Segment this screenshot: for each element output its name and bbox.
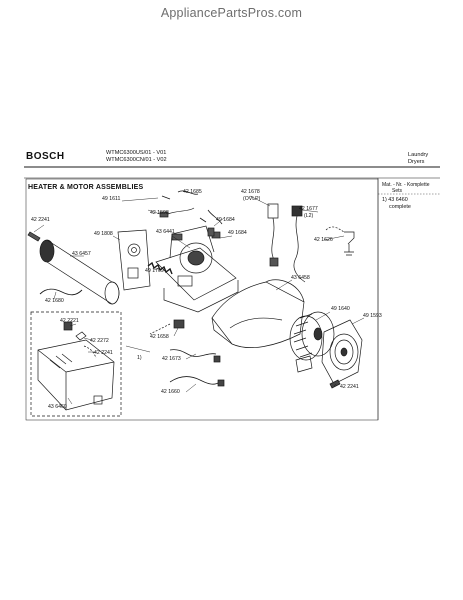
part-label-421680: 42 1680 bbox=[45, 298, 64, 304]
part-label-491640: 49 1640 bbox=[331, 306, 350, 312]
part-label-l2: (L2) bbox=[304, 213, 314, 219]
part-label-436457: 43 6457 bbox=[72, 251, 91, 257]
category-laundry: Laundry bbox=[408, 152, 429, 158]
part-label-422241-box: 42 2241 bbox=[94, 350, 113, 356]
part-label-491593: 49 1593 bbox=[363, 313, 382, 319]
part-label-491684-a: 49 1684 bbox=[216, 217, 235, 223]
side-panel-subheader: Sets bbox=[392, 188, 403, 194]
model-number-1: WTMC6300US/01 - V01 bbox=[106, 150, 167, 156]
part-label-421598: 42 1598 bbox=[150, 210, 169, 216]
kit-number: 1) 43 6460 bbox=[382, 197, 408, 203]
watermark: AppliancePartsPros.com bbox=[160, 6, 303, 20]
part-label-422241-top: 42 2241 bbox=[31, 217, 50, 223]
part-label-436441: 43 6441 bbox=[156, 229, 175, 235]
model-number-2: WTMC6300CN/01 - V02 bbox=[106, 157, 167, 163]
kit-label: complete bbox=[389, 204, 411, 210]
part-label-421658: 42 1658 bbox=[150, 334, 169, 340]
heater-tube bbox=[39, 239, 120, 305]
heater-housing bbox=[37, 339, 115, 411]
part-label-421673: 42 1673 bbox=[162, 356, 181, 362]
part-label-422272: 42 2272 bbox=[90, 338, 109, 344]
part-label-422241-right: 42 2241 bbox=[340, 384, 359, 390]
part-label-436458: 43 6458 bbox=[291, 275, 310, 281]
category-dryers: Dryers bbox=[408, 159, 425, 165]
part-label-436460: 43 6460 bbox=[48, 404, 67, 410]
part-label-491709: 49 1709 bbox=[145, 268, 164, 274]
part-label-ovlp: (OVLP) bbox=[243, 196, 261, 202]
blower-cover bbox=[321, 319, 363, 385]
part-label-421677: 42 1677 bbox=[299, 206, 318, 212]
part-label-421660: 42 1660 bbox=[161, 389, 180, 395]
part-label-491808: 49 1808 bbox=[94, 231, 113, 237]
part-label-421626: 42 1626 bbox=[314, 237, 333, 243]
blower-housing bbox=[211, 279, 305, 348]
part-label-491611: 49 1611 bbox=[102, 196, 121, 202]
part-label-421678: 42 1678 bbox=[241, 189, 260, 195]
part-label-422221: 42 2221 bbox=[60, 318, 79, 324]
part-label-421685: 42 1685 bbox=[183, 189, 202, 195]
motor-assembly bbox=[155, 225, 239, 313]
part-label-note-1: 1) bbox=[137, 355, 142, 361]
side-panel-header: Mat. - Nr. - Komplette bbox=[382, 182, 430, 188]
brand-name: BOSCH bbox=[26, 151, 65, 162]
blower-wheel bbox=[289, 311, 335, 361]
section-title: HEATER & MOTOR ASSEMBLIES bbox=[28, 184, 144, 191]
part-label-491684-b: 49 1684 bbox=[228, 230, 247, 236]
